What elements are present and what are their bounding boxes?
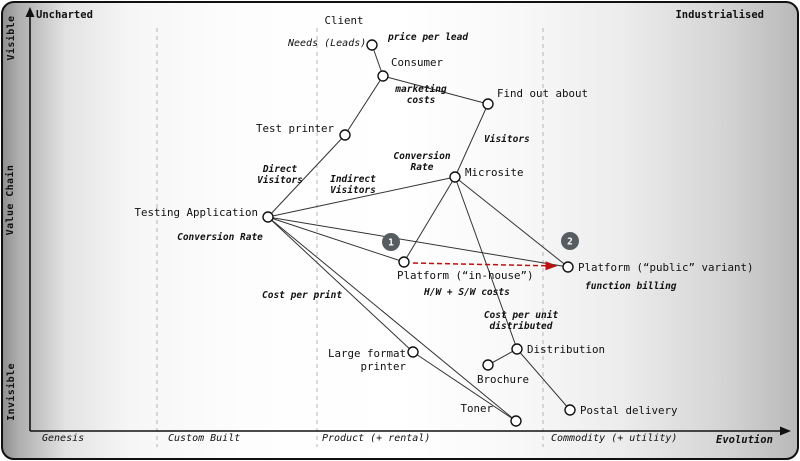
edge-testing-application--platform-public: [267, 216, 569, 268]
edge-microsite--platform-public: [454, 176, 569, 268]
axes: Uncharted Industrialised Visible Value C…: [4, 7, 791, 446]
node-distribution: [511, 343, 523, 355]
annotation: price per lead: [387, 32, 468, 43]
edge-distribution--postal-delivery: [516, 348, 571, 411]
stage-label-product: Product (+ rental): [322, 433, 430, 444]
stage-dividers: [156, 28, 544, 447]
y-axis-invisible-label: Invisible: [5, 363, 17, 421]
node-label-microsite: Microsite: [465, 166, 524, 179]
badge-circle-2: [561, 232, 579, 250]
node-large-format-printer: [407, 346, 419, 358]
node-test-printer: [339, 129, 351, 141]
edge-find-out-about--microsite: [454, 103, 489, 178]
y-axis-title: Value Chain: [4, 165, 16, 236]
edge-microsite--testing-application: [267, 176, 456, 218]
y-axis-arrowhead-icon: [25, 7, 35, 17]
node-label-distribution: Distribution: [527, 343, 605, 356]
node-label-brochure: Brochure: [477, 373, 529, 386]
edge-microsite--platform-inhouse: [403, 176, 456, 263]
edge-consumer--test-printer: [344, 75, 384, 136]
x-axis-arrowhead-icon: [780, 426, 791, 436]
stage-label-commodity: Commodity (+ utility): [551, 433, 677, 444]
node-label-toner: Toner: [460, 402, 493, 415]
uncharted-label: Uncharted: [36, 9, 93, 21]
badge-label-2: 2: [567, 237, 573, 248]
badge-circle-1: [382, 233, 400, 251]
edge-testing-application--toner: [267, 216, 517, 422]
annotation: function billing: [585, 281, 677, 292]
node-brochure: [482, 359, 494, 371]
node-label-test-printer: Test printer: [256, 122, 335, 135]
node-platform-public: [562, 261, 574, 273]
x-axis-title: Evolution: [716, 434, 773, 446]
stage-label-genesis: Genesis: [42, 433, 84, 444]
node-microsite: [449, 171, 461, 183]
edge-testing-application--large-format-printer: [267, 216, 414, 353]
edge-large-format-printer--toner: [412, 351, 517, 422]
annotation: Cost per print: [262, 290, 342, 301]
edge-testing-application--platform-inhouse: [267, 216, 405, 263]
node-label-testing-application: Testing Application: [134, 206, 258, 219]
node-find-out-about: [482, 98, 494, 110]
node-consumer: [377, 70, 389, 82]
node-client: [366, 39, 378, 51]
annotation: H/W + S/W costs: [423, 287, 510, 298]
node-testing-application: [262, 211, 274, 223]
edge-microsite--distribution: [454, 176, 518, 350]
node-postal-delivery: [564, 404, 576, 416]
node-platform-inhouse: [398, 256, 410, 268]
node-label-find-out-about: Find out about: [497, 87, 588, 100]
edge-test-printer--testing-application: [267, 134, 346, 218]
node-toner: [510, 415, 522, 427]
edge-consumer--find-out-about: [382, 75, 489, 105]
edges-layer: [267, 44, 571, 422]
y-axis-visible-label: Visible: [5, 16, 17, 61]
annotation: Needs (Leads): [287, 38, 366, 49]
node-label-postal-delivery: Postal delivery: [580, 404, 678, 417]
stage-label-custom-built: Custom Built: [168, 433, 240, 444]
node-label-platform-public: Platform (“public” variant): [578, 261, 754, 274]
annotation: Visitors: [484, 134, 530, 145]
industrialised-label: Industrialised: [675, 9, 764, 21]
badge-label-1: 1: [388, 238, 394, 249]
annotation: Conversion Rate: [177, 232, 263, 243]
node-label-platform-inhouse: Platform (“in-house”): [397, 269, 534, 282]
node-label-client: Client: [324, 14, 363, 27]
node-label-consumer: Consumer: [391, 56, 444, 69]
